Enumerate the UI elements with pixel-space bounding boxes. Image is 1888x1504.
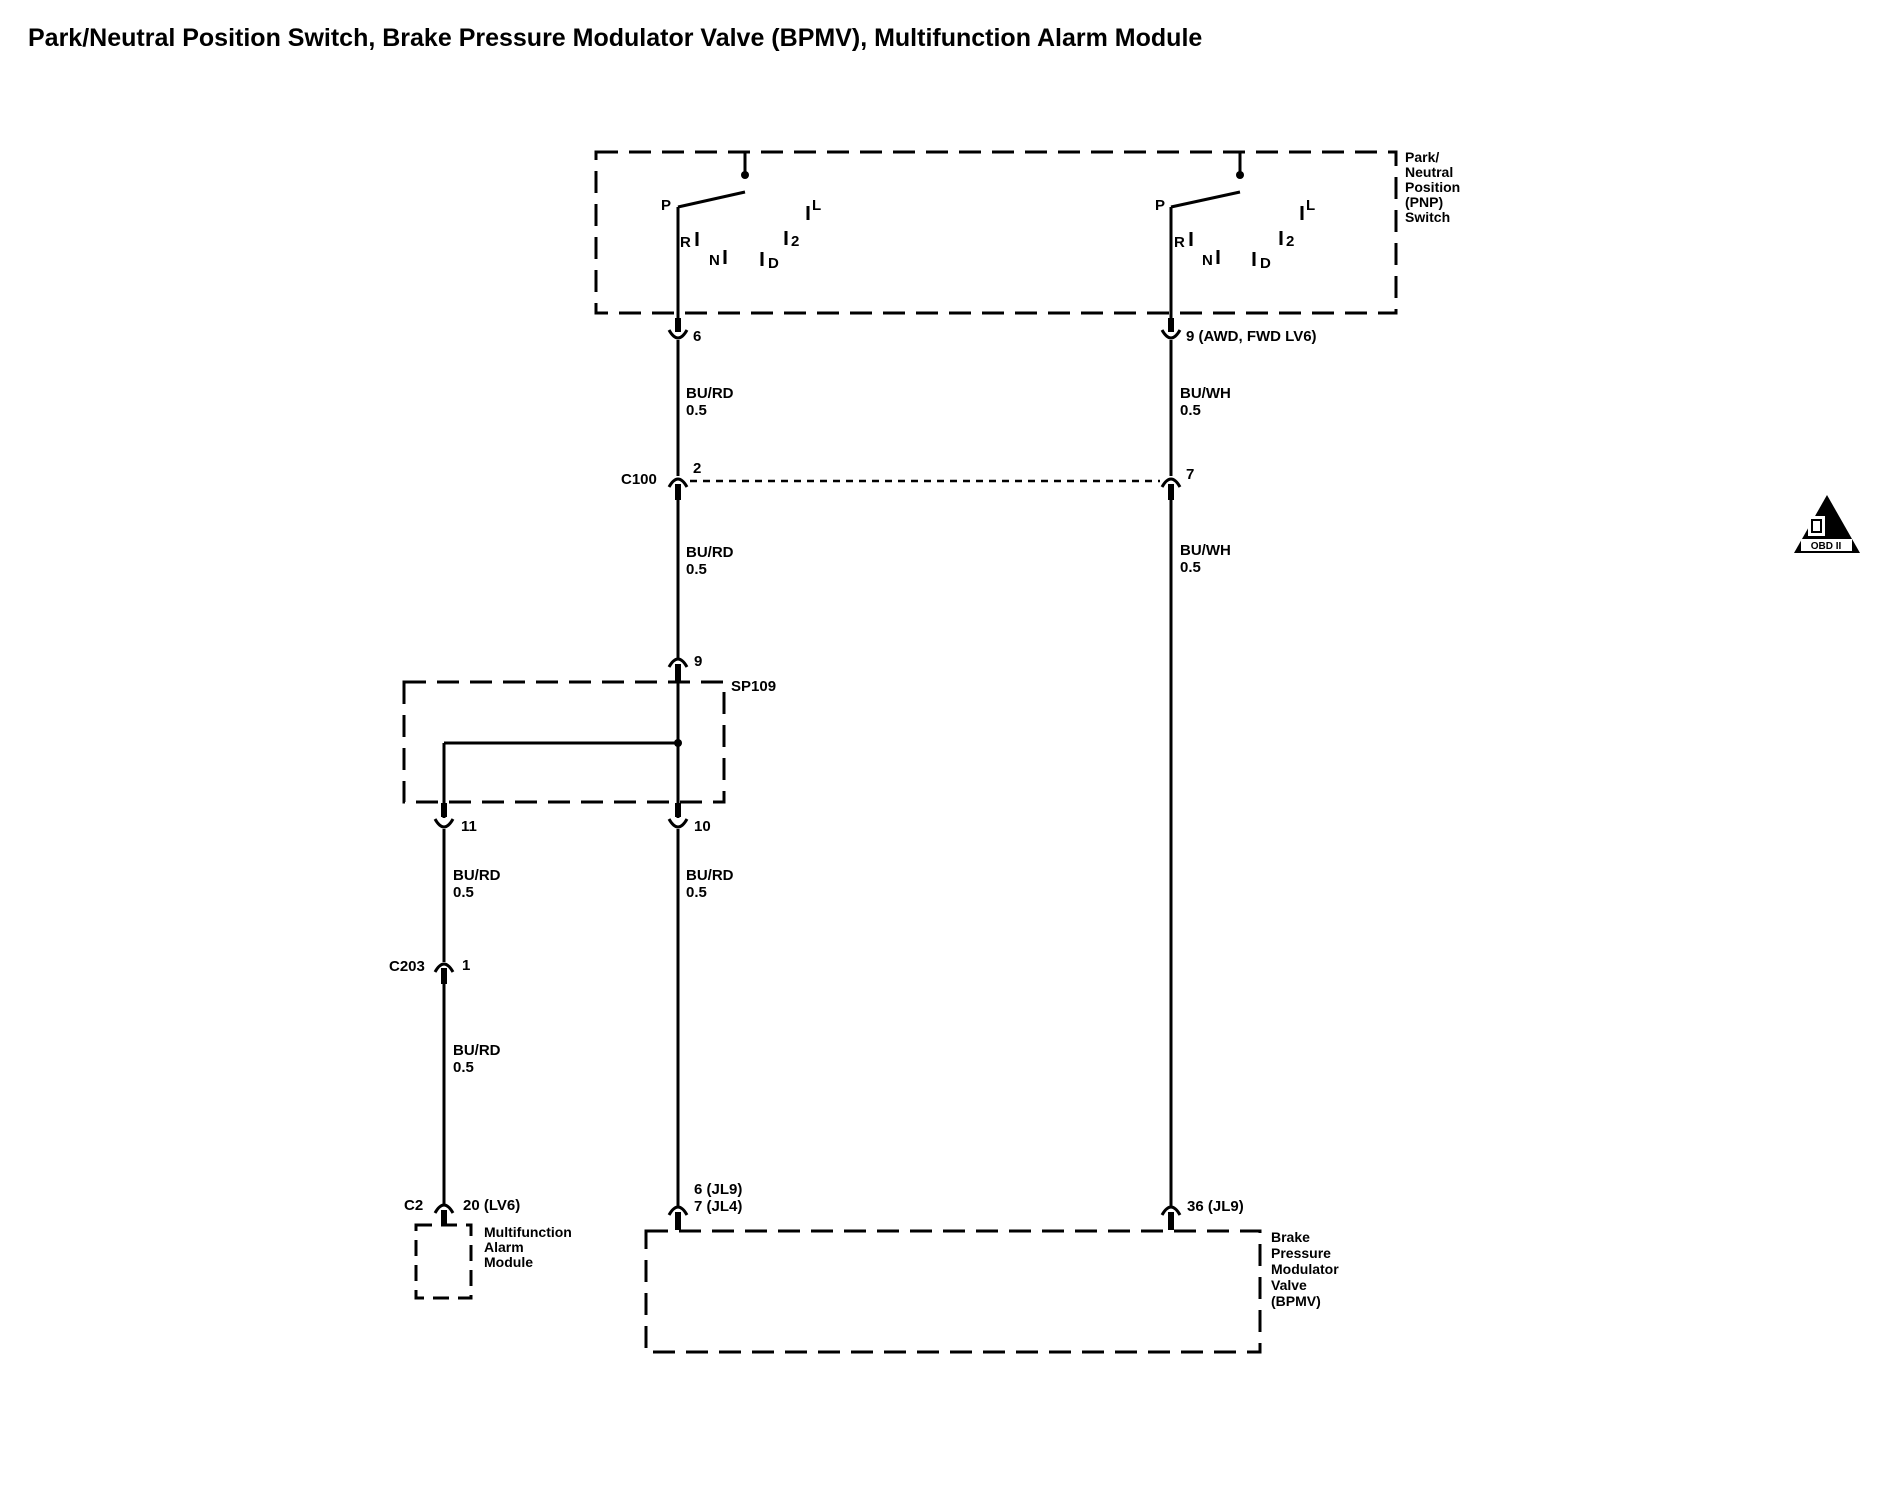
pin-label: 7 (JL4) bbox=[694, 1198, 742, 1215]
svg-text:Multifunction: Multifunction bbox=[484, 1224, 572, 1240]
wire-label-w1: BU/RD 0.5 bbox=[686, 385, 734, 419]
svg-text:Valve: Valve bbox=[1271, 1277, 1307, 1293]
svg-text:Alarm: Alarm bbox=[484, 1239, 524, 1255]
wire-label-w7: BU/RD 0.5 bbox=[453, 1042, 501, 1076]
connector-c203-label: C203 bbox=[389, 958, 425, 975]
alarm-module-label: Multifunction Alarm Module bbox=[484, 1224, 572, 1270]
pos-l-label: L bbox=[1306, 197, 1315, 214]
svg-text:Modulator: Modulator bbox=[1271, 1261, 1339, 1277]
svg-text:0.5: 0.5 bbox=[1180, 402, 1201, 419]
svg-text:0.5: 0.5 bbox=[686, 561, 707, 578]
pin-label: 2 bbox=[693, 460, 701, 477]
pnp-switch-box bbox=[594, 150, 1398, 315]
splice-sp109-box bbox=[402, 680, 726, 804]
svg-text:BU/RD: BU/RD bbox=[453, 1042, 501, 1059]
pos-n-label: N bbox=[709, 252, 720, 269]
wire-label-w3: BU/RD 0.5 bbox=[686, 544, 734, 578]
pin-label: 10 bbox=[694, 818, 711, 835]
svg-text:Brake: Brake bbox=[1271, 1229, 1310, 1245]
sp109-out-left: 11 bbox=[433, 803, 477, 835]
bpmv-connector-left: 6 (JL9) 7 (JL4) bbox=[667, 1181, 742, 1230]
connector-c2-label: C2 bbox=[404, 1197, 423, 1214]
svg-text:0.5: 0.5 bbox=[686, 402, 707, 419]
svg-text:BU/RD: BU/RD bbox=[686, 385, 734, 402]
pin-label: 11 bbox=[461, 818, 477, 835]
svg-text:0.5: 0.5 bbox=[686, 884, 707, 901]
obd-ii-triangle-icon bbox=[1794, 495, 1860, 553]
pnp-switch-deck-right: P R N D 2 L bbox=[1155, 152, 1315, 330]
pos-n-label: N bbox=[1202, 252, 1213, 269]
pin-label: 7 bbox=[1186, 466, 1194, 483]
page-title: Park/Neutral Position Switch, Brake Pres… bbox=[28, 24, 1203, 52]
sp109-out-right: 10 bbox=[667, 803, 711, 835]
pnp-label-line1: Park/ bbox=[1405, 149, 1439, 165]
pnp-switch-deck-left: P R N D 2 L bbox=[661, 152, 821, 330]
svg-text:Module: Module bbox=[484, 1254, 533, 1270]
splice-sp109: 9 SP109 bbox=[402, 653, 776, 818]
svg-text:BU/WH: BU/WH bbox=[1180, 385, 1231, 402]
bpmv-label: Brake Pressure Modulator Valve (BPMV) bbox=[1271, 1229, 1339, 1309]
wire-label-w4: BU/WH 0.5 bbox=[1180, 542, 1231, 576]
pos-r-label: R bbox=[1174, 234, 1185, 251]
pos-p-label: P bbox=[1155, 197, 1165, 214]
multifunction-alarm-module: Multifunction Alarm Module bbox=[414, 1223, 572, 1300]
svg-text:BU/RD: BU/RD bbox=[453, 867, 501, 884]
connector-c100-label: C100 bbox=[621, 471, 657, 488]
wire-label-w5: BU/RD 0.5 bbox=[453, 867, 501, 901]
switch-contact-arm bbox=[677, 190, 746, 209]
pos-d-label: D bbox=[768, 255, 779, 272]
pos-l-label: L bbox=[812, 197, 821, 214]
pin-label: 36 (JL9) bbox=[1187, 1198, 1244, 1215]
pin-label: 6 (JL9) bbox=[694, 1181, 742, 1198]
connector-c100: C100 2 7 bbox=[621, 460, 1194, 500]
pin-label: 9 bbox=[694, 653, 702, 670]
pos-2-label: 2 bbox=[1286, 233, 1294, 250]
splice-sp109-label: SP109 bbox=[731, 678, 776, 695]
connector-c203: C203 1 bbox=[389, 957, 470, 984]
svg-text:0.5: 0.5 bbox=[453, 884, 474, 901]
wire-label-w2: BU/WH 0.5 bbox=[1180, 385, 1231, 419]
obd-ii-badge: OBD II bbox=[1794, 495, 1860, 553]
pnp-label-line5: Switch bbox=[1405, 209, 1450, 225]
bpmv-box bbox=[644, 1229, 1262, 1354]
connector-c2: C2 20 (LV6) bbox=[404, 1197, 520, 1226]
pnp-switch: Park/ Neutral Position (PNP) Switch P R … bbox=[594, 149, 1460, 330]
svg-text:BU/RD: BU/RD bbox=[686, 867, 734, 884]
pos-2-label: 2 bbox=[791, 233, 799, 250]
pnp-label-line2: Neutral bbox=[1405, 164, 1453, 180]
pnp-label-line3: Position bbox=[1405, 179, 1460, 195]
svg-text:(BPMV): (BPMV) bbox=[1271, 1293, 1321, 1309]
pos-p-label: P bbox=[661, 197, 671, 214]
svg-text:Pressure: Pressure bbox=[1271, 1245, 1331, 1261]
wire-label-w6: BU/RD 0.5 bbox=[686, 867, 734, 901]
pin-label: 9 (AWD, FWD LV6) bbox=[1186, 328, 1317, 345]
pnp-label-line4: (PNP) bbox=[1405, 194, 1443, 210]
svg-text:0.5: 0.5 bbox=[1180, 559, 1201, 576]
pnp-switch-label: Park/ Neutral Position (PNP) Switch bbox=[1405, 149, 1460, 225]
svg-text:BU/RD: BU/RD bbox=[686, 544, 734, 561]
svg-text:BU/WH: BU/WH bbox=[1180, 542, 1231, 559]
pin-label: 1 bbox=[462, 957, 470, 974]
bpmv: Brake Pressure Modulator Valve (BPMV) bbox=[644, 1229, 1339, 1354]
pin-label: 6 bbox=[693, 328, 701, 345]
pos-d-label: D bbox=[1260, 255, 1271, 272]
svg-text:0.5: 0.5 bbox=[453, 1059, 474, 1076]
obd-ii-label: OBD II bbox=[1811, 541, 1842, 552]
pnp-connector-left: 6 bbox=[667, 318, 701, 345]
pos-r-label: R bbox=[680, 234, 691, 251]
switch-contact-arm bbox=[1170, 190, 1241, 209]
pnp-connector-right: 9 (AWD, FWD LV6) bbox=[1160, 318, 1317, 345]
bpmv-connector-right: 36 (JL9) bbox=[1160, 1198, 1244, 1230]
alarm-module-box bbox=[414, 1223, 473, 1300]
pin-label: 20 (LV6) bbox=[463, 1197, 520, 1214]
